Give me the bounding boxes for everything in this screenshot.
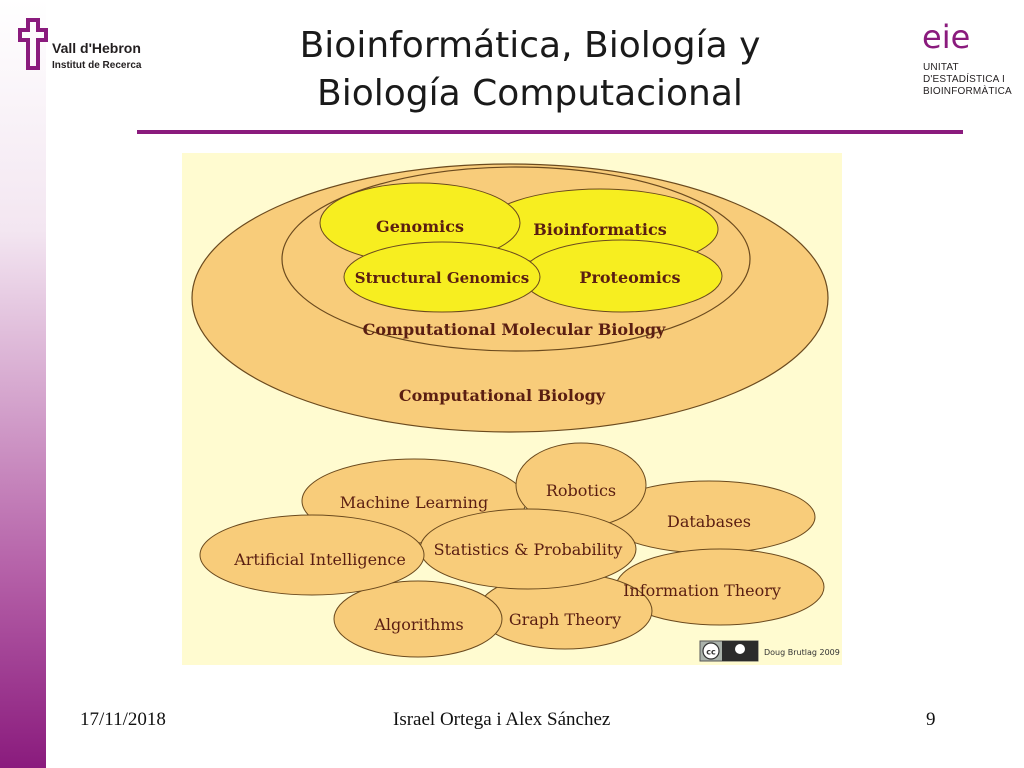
diagram-canvas: Genomics Bioinformatics Structural Genom… bbox=[191, 163, 829, 658]
vall-dhebron-logo: Vall d'Hebron Institut de Recerca bbox=[18, 14, 148, 76]
bioinformatics-label: Bioinformatics bbox=[533, 220, 666, 239]
footer-date: 17/11/2018 bbox=[80, 709, 166, 730]
creative-commons-badge: cc Doug Brutlag 2009 bbox=[699, 640, 840, 662]
artificial-intelligence-ellipse bbox=[199, 514, 425, 596]
page-title: Bioinformática, Biología y Biología Comp… bbox=[200, 22, 860, 118]
footer-authors: Israel Ortega i Alex Sánchez bbox=[393, 709, 611, 730]
information-theory-label: Information Theory bbox=[623, 581, 781, 600]
structural-genomics-ellipse bbox=[343, 241, 541, 313]
structural-genomics-label: Structural Genomics bbox=[355, 269, 530, 287]
diagram-credit: Doug Brutlag 2009 bbox=[764, 648, 840, 657]
footer-page-number: 9 bbox=[926, 709, 936, 730]
proteomics-label: Proteomics bbox=[579, 268, 680, 287]
eie-logo-text: eie bbox=[922, 18, 970, 56]
logo-right-line-3: BIOINFORMÀTICA bbox=[923, 86, 1012, 97]
computational-biology-diagram: Genomics Bioinformatics Structural Genom… bbox=[182, 153, 842, 665]
logo-left-name: Vall d'Hebron bbox=[52, 40, 141, 56]
cc-badge-text: cc bbox=[706, 648, 716, 657]
logo-right-line-1: UNITAT bbox=[923, 62, 959, 73]
robotics-label: Robotics bbox=[546, 481, 616, 500]
algorithms-ellipse bbox=[333, 580, 503, 658]
databases-label: Databases bbox=[667, 512, 751, 531]
title-line-2: Biología Computacional bbox=[317, 73, 743, 114]
uebi-logo: eie UNITAT D'ESTADÍSTICA I BIOINFORMÀTIC… bbox=[920, 18, 1020, 100]
artificial-intelligence-label: Artificial Intelligence bbox=[233, 550, 406, 569]
computational-molecular-biology-label: Computational Molecular Biology bbox=[363, 320, 666, 339]
statistics-probability-label: Statistics & Probability bbox=[434, 540, 623, 559]
title-line-1: Bioinformática, Biología y bbox=[299, 25, 761, 66]
eie-logo-mark-icon: eie bbox=[922, 18, 970, 56]
graph-theory-label: Graph Theory bbox=[509, 610, 621, 629]
genomics-label: Genomics bbox=[376, 217, 464, 236]
title-underline bbox=[137, 130, 963, 134]
computational-biology-label: Computational Biology bbox=[399, 386, 606, 405]
machine-learning-label: Machine Learning bbox=[340, 493, 488, 512]
vall-dhebron-symbol-icon bbox=[18, 18, 48, 70]
side-gradient-bar bbox=[0, 0, 46, 768]
cc-license-icon: cc Doug Brutlag 2009 bbox=[699, 640, 840, 662]
logo-left-subtitle: Institut de Recerca bbox=[52, 60, 142, 71]
logo-right-line-2: D'ESTADÍSTICA I bbox=[923, 74, 1005, 85]
algorithms-label: Algorithms bbox=[373, 615, 463, 634]
